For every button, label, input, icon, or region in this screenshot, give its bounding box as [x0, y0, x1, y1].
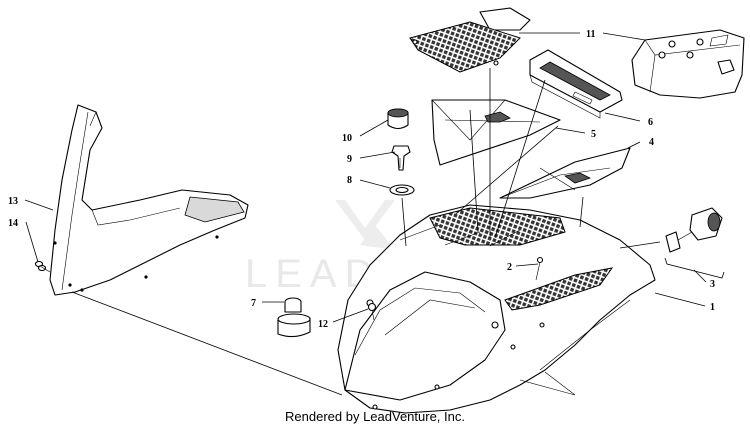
callout-12: 12: [318, 319, 328, 330]
callout-4: 4: [649, 137, 654, 148]
socket-part[interactable]: [277, 297, 311, 338]
callout-8: 8: [347, 175, 352, 186]
leader-lines: [24, 32, 725, 396]
ring-nut-part[interactable]: [389, 184, 415, 196]
intake-box-part[interactable]: [631, 29, 745, 99]
key-part[interactable]: [391, 145, 411, 171]
callout-11: 11: [586, 29, 595, 40]
screw-small-part[interactable]: [535, 256, 544, 281]
callout-1: 1: [710, 302, 715, 313]
callout-10: 10: [342, 133, 352, 144]
callout-7: 7: [251, 298, 256, 309]
callout-5: 5: [591, 129, 596, 140]
windshield-part[interactable]: [49, 104, 249, 296]
rendered-by-caption: Rendered by LeadVenture, Inc.: [285, 409, 465, 424]
module-part[interactable]: [529, 49, 623, 119]
callouts: 11 6 5 4 10 9 8 7 12 2 1 3 13 14: [8, 29, 715, 330]
callout-3: 3: [710, 279, 715, 290]
screw-part[interactable]: [34, 260, 51, 273]
outlet-assembly-part[interactable]: [665, 207, 723, 253]
decal-panel-lower-part[interactable]: [499, 147, 631, 199]
callout-9: 9: [347, 154, 352, 165]
callout-2: 2: [507, 262, 512, 273]
intake-grille-part[interactable]: [409, 7, 531, 73]
callout-13: 13: [8, 196, 18, 207]
decal-panel-part[interactable]: [431, 99, 561, 166]
hood-part[interactable]: [337, 204, 656, 414]
callout-6: 6: [648, 117, 653, 128]
callout-14: 14: [8, 218, 18, 229]
knob-cap-part[interactable]: [387, 108, 409, 130]
push-pin-part[interactable]: [367, 302, 377, 321]
